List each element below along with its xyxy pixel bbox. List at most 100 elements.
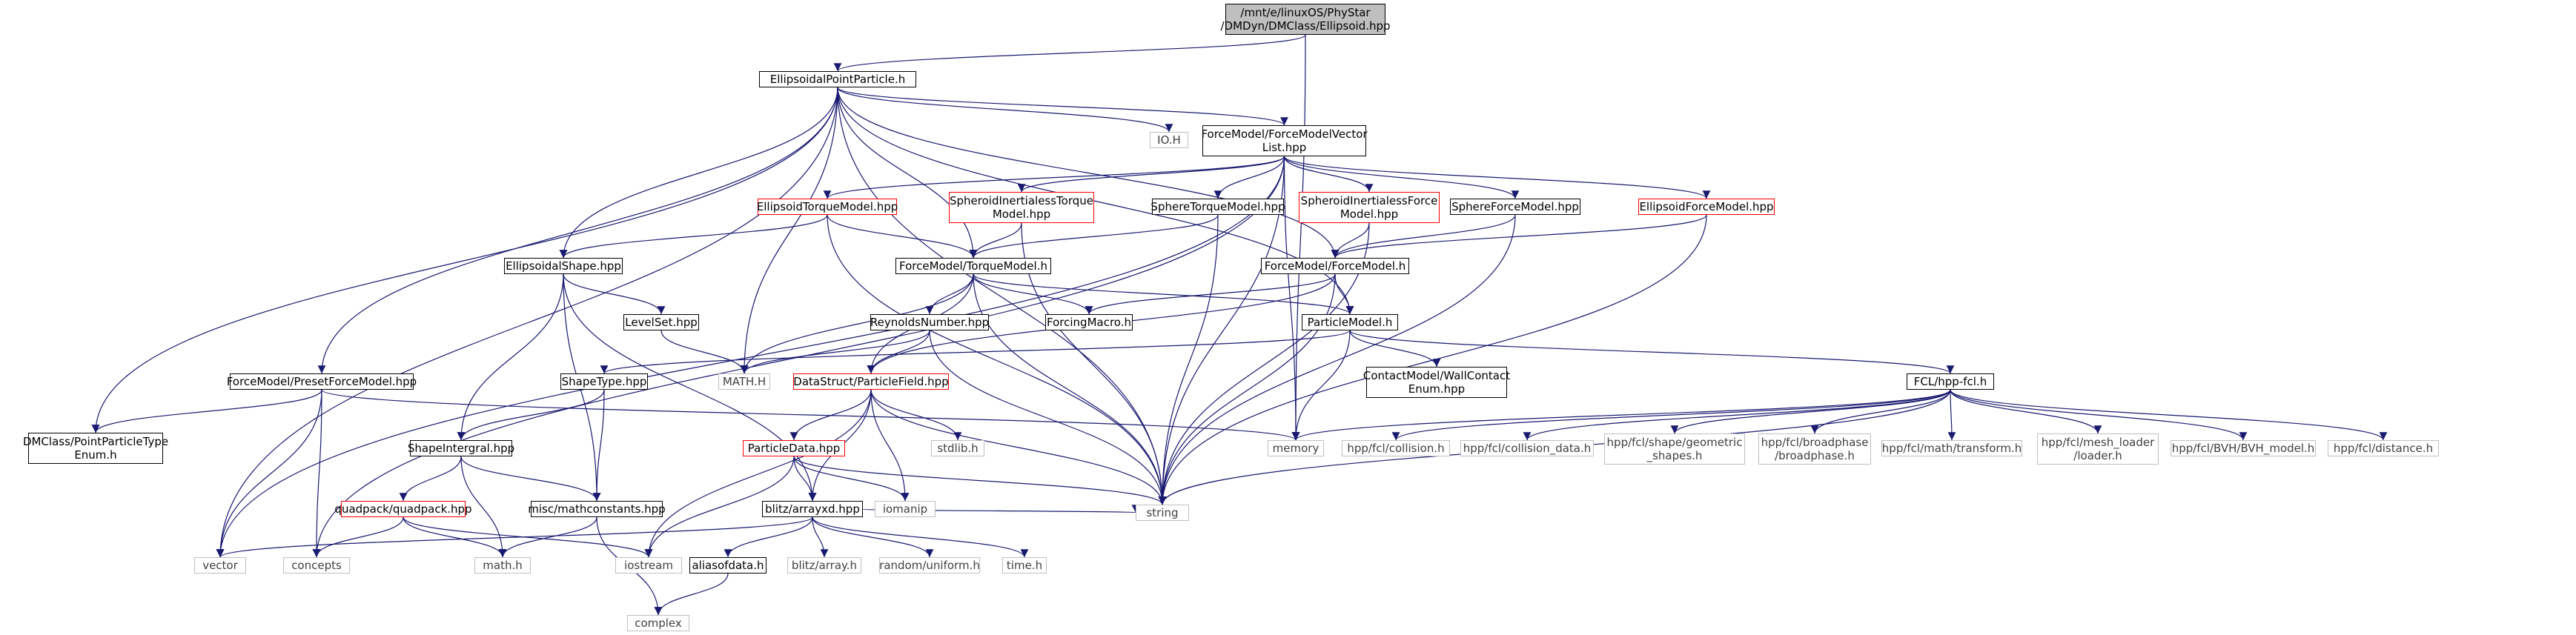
edge-fmvl-to-sfm bbox=[1283, 156, 1520, 199]
node-fcl-broadphase: hpp/fcl/broadphase /broadphase.h bbox=[1758, 433, 1871, 465]
edge-epp-to-vector bbox=[216, 87, 838, 558]
node-math-upper-h: MATH.H bbox=[718, 373, 770, 390]
node-random-uniform: random/uniform.h bbox=[879, 557, 980, 574]
edge-etm-to-es bbox=[559, 214, 828, 259]
node-particle-field[interactable]: DataStruct/ParticleField.hpp bbox=[793, 373, 949, 390]
node-math-h: math.h bbox=[474, 557, 531, 574]
edge-pd-to-blitz bbox=[793, 456, 817, 502]
edge-rn-to-string bbox=[929, 330, 1167, 505]
edge-fmvl-to-etm bbox=[823, 156, 1285, 199]
edge-sifm-to-string bbox=[1158, 222, 1370, 505]
edge-es-to-si bbox=[457, 273, 564, 441]
node-quadpack[interactable]: quadpack/quadpack.hpp bbox=[334, 501, 472, 517]
edge-pm-to-fcl bbox=[1349, 330, 1955, 374]
edge-st-to-si bbox=[457, 389, 605, 441]
edge-stm-to-tm bbox=[969, 214, 1219, 259]
node-stdlib-h: stdlib.h bbox=[931, 440, 984, 456]
node-ellipsoidal-point-particle[interactable]: EllipsoidalPointParticle.h bbox=[759, 71, 916, 87]
edge-etm-to-tm bbox=[827, 214, 978, 259]
node-blitz-array: blitz/array.h bbox=[787, 557, 861, 574]
edge-epp-to-ioh bbox=[837, 87, 1173, 133]
edge-sitm-to-tm bbox=[969, 222, 1022, 259]
node-shape-intergral[interactable]: ShapeIntergral.hpp bbox=[407, 440, 515, 456]
edge-pm-to-memory bbox=[1291, 330, 1351, 441]
edge-root-to-memory bbox=[1291, 34, 1306, 441]
node-fcl-geometric-shapes: hpp/fcl/shape/geometric _shapes.h bbox=[1604, 433, 1745, 465]
edge-si-to-qp bbox=[399, 456, 462, 502]
node-spheroid-inertialess-force-model[interactable]: SpheroidInertialessForce Model.hpp bbox=[1299, 192, 1440, 223]
node-fcl-distance: hpp/fcl/distance.h bbox=[2328, 440, 2439, 456]
edge-fm-to-pm bbox=[1334, 273, 1354, 315]
node-level-set[interactable]: LevelSet.hpp bbox=[623, 314, 699, 330]
edge-es-to-ls bbox=[563, 273, 666, 315]
node-sphere-force-model[interactable]: SphereForceModel.hpp bbox=[1450, 199, 1580, 215]
edge-pfm-to-vector bbox=[216, 389, 322, 558]
node-wall-contact-enum[interactable]: ContactModel/WallContact Enum.hpp bbox=[1363, 367, 1510, 398]
node-force-model-vector-list[interactable]: ForceModel/ForceModelVector List.hpp bbox=[1201, 125, 1368, 156]
edge-ls-to-mathH bbox=[660, 330, 749, 374]
edge-dspf-to-pd bbox=[789, 389, 872, 441]
edge-dspf-to-string bbox=[870, 389, 1167, 505]
edge-dspf-to-iostream bbox=[644, 389, 872, 558]
edge-blitz-to-timeh bbox=[812, 516, 1029, 558]
edge-tm-to-fmac bbox=[973, 273, 1093, 315]
edge-sfm-to-string bbox=[1158, 214, 1516, 505]
node-preset-force-model[interactable]: ForceModel/PresetForceModel.hpp bbox=[226, 373, 417, 390]
edge-sifm-to-fm bbox=[1331, 222, 1370, 259]
edge-blitz-to-vector bbox=[216, 516, 813, 558]
edge-st-to-mc bbox=[592, 389, 605, 502]
edge-fcl-to-geomshapes bbox=[1670, 389, 1951, 434]
node-math-constants[interactable]: misc/mathconstants.hpp bbox=[528, 501, 666, 517]
node-alias-of-data[interactable]: aliasofdata.h bbox=[689, 557, 766, 574]
edge-fmvl-to-sifm bbox=[1283, 156, 1374, 193]
edge-pfm-to-concepts bbox=[312, 389, 322, 558]
edge-epp-to-mathH bbox=[740, 87, 838, 374]
edge-epp-to-es bbox=[559, 87, 838, 259]
edge-fmvl-to-string bbox=[1158, 156, 1285, 505]
node-root-ellipsoid-hpp: /mnt/e/linuxOS/PhyStar /DMDyn/DMClass/El… bbox=[1220, 4, 1391, 35]
node-hpp-fcl[interactable]: FCL/hpp-fcl.h bbox=[1907, 373, 1994, 390]
edge-dspf-to-stdlib bbox=[870, 389, 962, 441]
edge-epp-to-fm bbox=[837, 87, 1340, 259]
edge-fmvl-to-stm bbox=[1213, 156, 1285, 199]
edge-fcl-to-distance bbox=[1950, 389, 2388, 441]
edge-sitm-to-string bbox=[1021, 222, 1167, 505]
edge-pfm-to-dmc bbox=[91, 389, 322, 433]
edge-epp-to-pfm bbox=[317, 87, 838, 374]
node-ellipsoidal-shape[interactable]: EllipsoidalShape.hpp bbox=[504, 258, 623, 274]
node-force-model[interactable]: ForceModel/ForceModel.h bbox=[1261, 258, 1409, 274]
edge-rn-to-dspf bbox=[867, 330, 930, 374]
node-particle-model[interactable]: ParticleModel.h bbox=[1302, 314, 1398, 330]
edge-pm-to-st bbox=[600, 330, 1351, 374]
node-blitz-arrayxd[interactable]: blitz/arrayxd.hpp bbox=[762, 501, 863, 517]
edge-es-to-blitz bbox=[563, 273, 817, 502]
edge-fcl-to-broadphase bbox=[1810, 389, 1951, 434]
node-spheroid-inertialess-torque-model[interactable]: SpheroidInertialessTorque Model.hpp bbox=[949, 192, 1094, 223]
edge-etm-to-string bbox=[827, 214, 1167, 505]
node-point-particle-type-enum[interactable]: DMClass/PointParticleType Enum.h bbox=[23, 433, 168, 464]
node-reynolds-number[interactable]: ReynoldsNumber.hpp bbox=[870, 314, 990, 330]
node-ellipsoid-torque-model[interactable]: EllipsoidTorqueModel.hpp bbox=[756, 199, 898, 215]
node-sphere-torque-model[interactable]: SphereTorqueModel.hpp bbox=[1150, 199, 1285, 215]
node-iostream: iostream bbox=[615, 557, 682, 574]
edge-fmvl-to-efm bbox=[1283, 156, 1711, 199]
edge-fcl-to-bvh bbox=[1950, 389, 2248, 441]
node-complex: complex bbox=[627, 615, 689, 631]
edge-stm-to-string bbox=[1158, 214, 1219, 505]
edge-blitz-to-aliasofdata bbox=[724, 516, 813, 558]
edge-epp-to-dmc bbox=[91, 87, 838, 433]
node-forcing-macro[interactable]: ForcingMacro.h bbox=[1045, 314, 1133, 330]
node-ellipsoid-force-model[interactable]: EllipsoidForceModel.hpp bbox=[1638, 199, 1775, 215]
node-shape-type[interactable]: ShapeType.hpp bbox=[560, 373, 648, 390]
edge-fcl-to-memory bbox=[1291, 389, 1951, 441]
edge-dspf-to-iomanip bbox=[870, 389, 910, 502]
edge-tm-to-mathH bbox=[740, 273, 974, 374]
edge-pm-to-cmw bbox=[1349, 330, 1441, 368]
edge-rn-to-mathH bbox=[740, 330, 930, 374]
edge-pd-to-iostream bbox=[644, 456, 795, 558]
edge-qp-to-concepts bbox=[312, 516, 404, 558]
node-particle-data[interactable]: ParticleData.hpp bbox=[743, 440, 845, 456]
node-torque-model[interactable]: ForceModel/TorqueModel.h bbox=[895, 258, 1051, 274]
